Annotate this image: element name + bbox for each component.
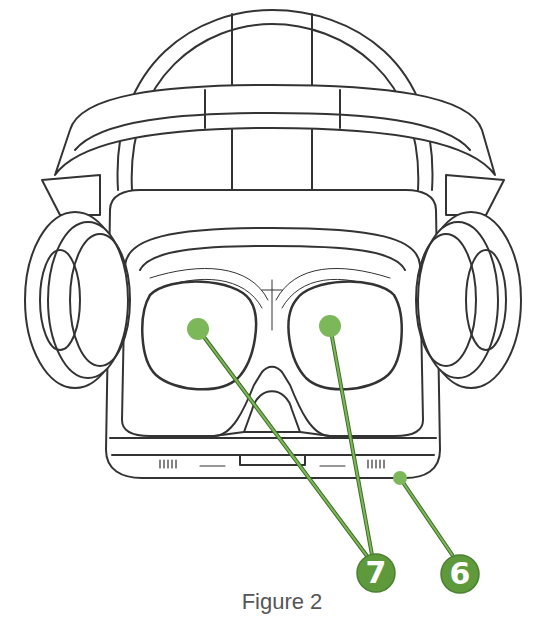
callout-number: 7 <box>366 558 387 588</box>
callout-circle-fill <box>441 555 479 593</box>
callout-circle: 7 <box>356 553 396 593</box>
callout-number: 6 <box>450 559 471 589</box>
callout-circle-fill <box>357 554 395 592</box>
callout-circle: 6 <box>440 554 480 594</box>
figure-caption: Figure 2 <box>242 589 323 615</box>
